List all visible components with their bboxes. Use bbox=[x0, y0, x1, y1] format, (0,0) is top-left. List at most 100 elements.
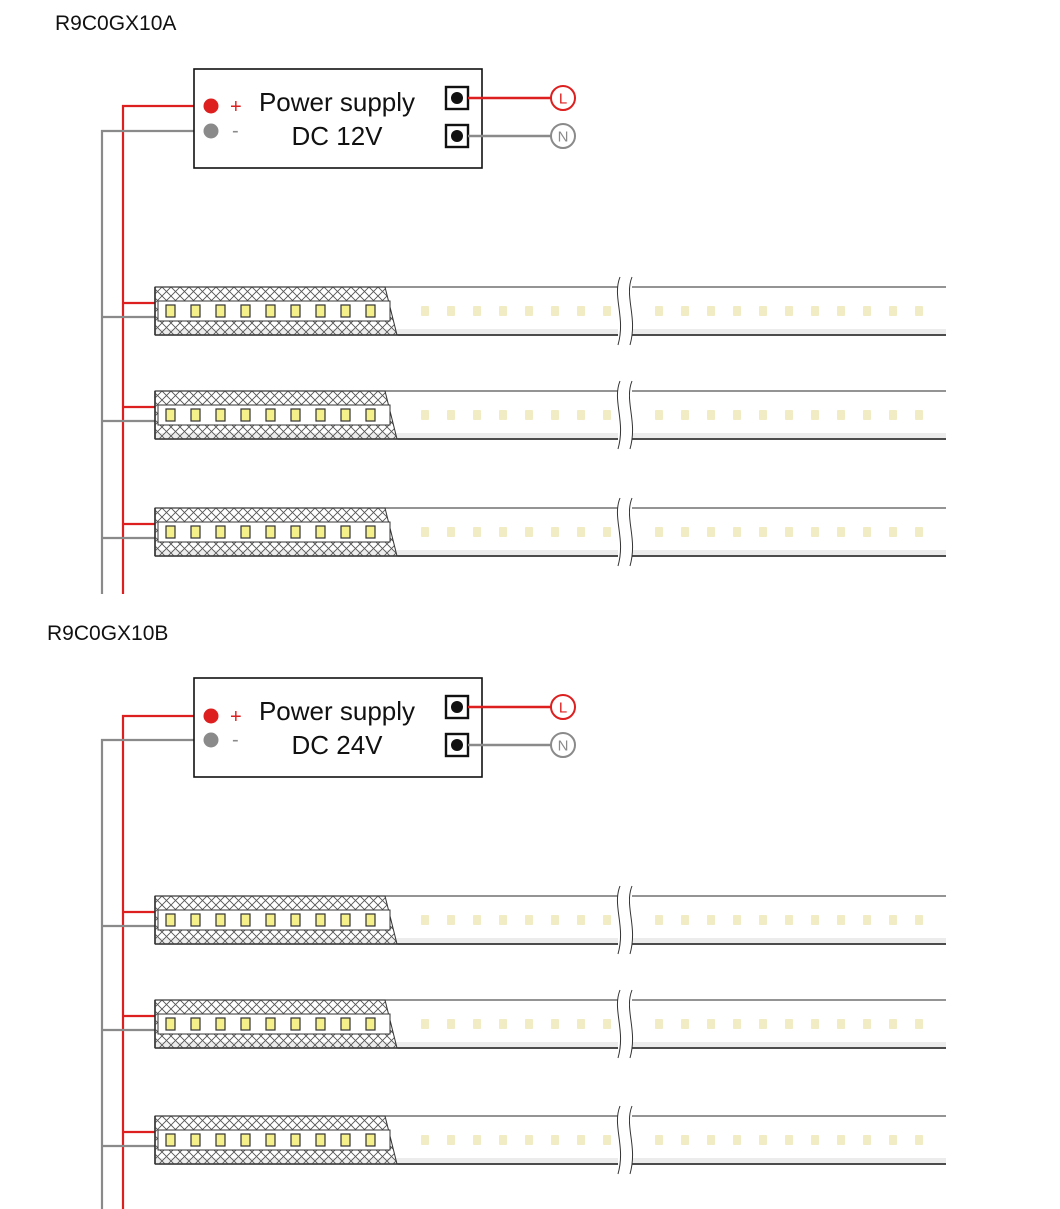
led bbox=[265, 913, 276, 927]
led bbox=[165, 1017, 176, 1031]
led-faded bbox=[655, 410, 663, 420]
break-line bbox=[628, 497, 634, 567]
neutral-terminal-label: N bbox=[558, 129, 569, 146]
break-line bbox=[616, 885, 622, 955]
led-faded bbox=[863, 306, 871, 316]
power-supply-box bbox=[193, 68, 483, 169]
led bbox=[365, 408, 376, 422]
diagram-title: R9C0GX10B bbox=[47, 622, 168, 645]
break-fill bbox=[625, 508, 629, 556]
strip-shadow bbox=[155, 1158, 946, 1163]
break-line bbox=[616, 1105, 622, 1175]
led bbox=[215, 913, 226, 927]
led bbox=[365, 304, 376, 318]
led bbox=[265, 408, 276, 422]
led bbox=[365, 1133, 376, 1147]
led-faded bbox=[499, 306, 507, 316]
led-strip bbox=[102, 497, 946, 567]
led bbox=[340, 1017, 351, 1031]
led-faded bbox=[655, 915, 663, 925]
led bbox=[190, 1017, 201, 1031]
led-faded bbox=[499, 527, 507, 537]
negative-bus-wire bbox=[100, 129, 211, 594]
led-faded bbox=[785, 306, 793, 316]
break-fill bbox=[625, 287, 629, 335]
led-faded bbox=[837, 410, 845, 420]
led bbox=[215, 1133, 226, 1147]
live-terminal bbox=[550, 85, 576, 111]
led-faded bbox=[551, 410, 559, 420]
led-faded bbox=[525, 915, 533, 925]
led-faded bbox=[733, 915, 741, 925]
positive-sign: + bbox=[230, 96, 242, 118]
led-faded bbox=[525, 410, 533, 420]
led bbox=[315, 913, 326, 927]
led bbox=[215, 408, 226, 422]
led-faded bbox=[811, 1135, 819, 1145]
break-line bbox=[616, 276, 622, 346]
break-line bbox=[616, 497, 622, 567]
led-faded bbox=[733, 527, 741, 537]
led-faded bbox=[577, 915, 585, 925]
led-faded bbox=[473, 1019, 481, 1029]
diagram-b: R9C0GX10B + - Power supply DC 24V L N bbox=[47, 622, 946, 1209]
led-faded bbox=[473, 306, 481, 316]
led-faded bbox=[733, 306, 741, 316]
led-faded bbox=[837, 527, 845, 537]
led-faded bbox=[577, 306, 585, 316]
led bbox=[165, 525, 176, 539]
negative-sign: - bbox=[232, 120, 239, 142]
led-faded bbox=[577, 410, 585, 420]
led-faded bbox=[655, 527, 663, 537]
led bbox=[240, 525, 251, 539]
led-faded bbox=[447, 1135, 455, 1145]
led bbox=[290, 525, 301, 539]
led-faded bbox=[525, 1019, 533, 1029]
led-faded bbox=[499, 410, 507, 420]
socket-pin-neutral bbox=[451, 130, 463, 142]
led-faded bbox=[759, 1019, 767, 1029]
led-faded bbox=[889, 1135, 897, 1145]
led-faded bbox=[863, 527, 871, 537]
break-line bbox=[628, 276, 634, 346]
led-faded bbox=[681, 1135, 689, 1145]
led bbox=[340, 525, 351, 539]
power-supply: + - Power supply DC 12V bbox=[193, 68, 483, 169]
led-faded bbox=[525, 306, 533, 316]
positive-sign: + bbox=[230, 706, 242, 728]
led bbox=[215, 525, 226, 539]
negative-terminal-dot bbox=[203, 123, 219, 139]
led-faded bbox=[473, 1135, 481, 1145]
led-faded bbox=[421, 915, 429, 925]
led bbox=[340, 1133, 351, 1147]
led bbox=[290, 304, 301, 318]
led-faded bbox=[915, 527, 923, 537]
led bbox=[240, 1133, 251, 1147]
led-faded bbox=[681, 915, 689, 925]
positive-bus-wire bbox=[121, 104, 211, 594]
led-faded bbox=[681, 410, 689, 420]
led bbox=[315, 1133, 326, 1147]
led bbox=[265, 1017, 276, 1031]
led-faded bbox=[707, 410, 715, 420]
break-fill bbox=[625, 1000, 629, 1048]
led bbox=[265, 525, 276, 539]
strip-shadow bbox=[155, 550, 946, 555]
positive-bus-wire bbox=[121, 714, 211, 1209]
led bbox=[315, 525, 326, 539]
led-faded bbox=[681, 306, 689, 316]
led-faded bbox=[811, 1019, 819, 1029]
led bbox=[340, 304, 351, 318]
led-strip bbox=[102, 380, 946, 450]
led bbox=[190, 408, 201, 422]
led-faded bbox=[785, 1019, 793, 1029]
led-faded bbox=[785, 410, 793, 420]
break-fill bbox=[625, 1116, 629, 1164]
break-line bbox=[628, 380, 634, 450]
led-faded bbox=[915, 1135, 923, 1145]
led-faded bbox=[889, 915, 897, 925]
voltage-label: DC 24V bbox=[291, 730, 383, 760]
led bbox=[190, 913, 201, 927]
led-faded bbox=[447, 306, 455, 316]
led-faded bbox=[811, 306, 819, 316]
